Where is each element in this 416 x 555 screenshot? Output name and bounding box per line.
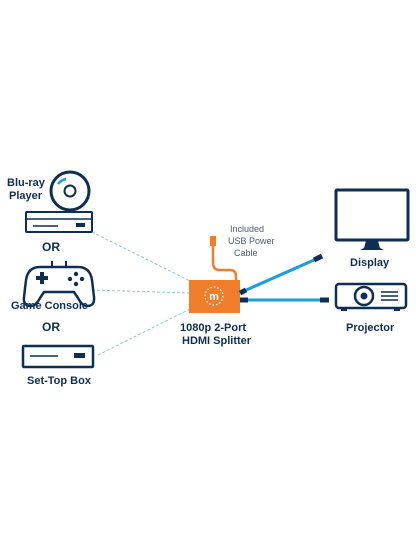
splitter-label-line1: 1080p 2-Port (180, 322, 246, 334)
bluray-label-line1: Blu-ray (7, 177, 46, 189)
power-note-line1: Included (230, 224, 264, 234)
set-top-box-icon (21, 344, 95, 369)
manhattan-logo-icon (204, 286, 224, 306)
or-label-2: OR (42, 320, 60, 334)
display-monitor-icon (334, 188, 410, 250)
hdmi-splitter-box: m (189, 280, 240, 313)
game-controller-icon (22, 261, 96, 308)
bluray-connection-line (91, 231, 193, 283)
console-connection-line (91, 289, 191, 294)
hdmi-cable-display (238, 253, 324, 296)
source-connection-lines (91, 231, 193, 356)
settop-label: Set-Top Box (27, 375, 92, 387)
settop-connection-line (97, 307, 193, 356)
display-label: Display (350, 257, 390, 269)
player-box (25, 211, 93, 233)
bluray-player-icon (25, 170, 93, 233)
splitter-label-line2: HDMI Splitter (182, 335, 252, 347)
usb-power-cable (210, 236, 238, 283)
projector-label: Projector (346, 322, 395, 334)
power-note-line3: Cable (234, 248, 258, 258)
bluray-label-line2: Player (9, 190, 43, 202)
logo-letter: m (209, 291, 219, 303)
disc-icon (49, 170, 91, 212)
power-note-line2: USB Power (228, 236, 275, 246)
console-label: Game Console (11, 300, 88, 312)
projector-icon (334, 282, 408, 311)
or-label-1: OR (42, 240, 60, 254)
